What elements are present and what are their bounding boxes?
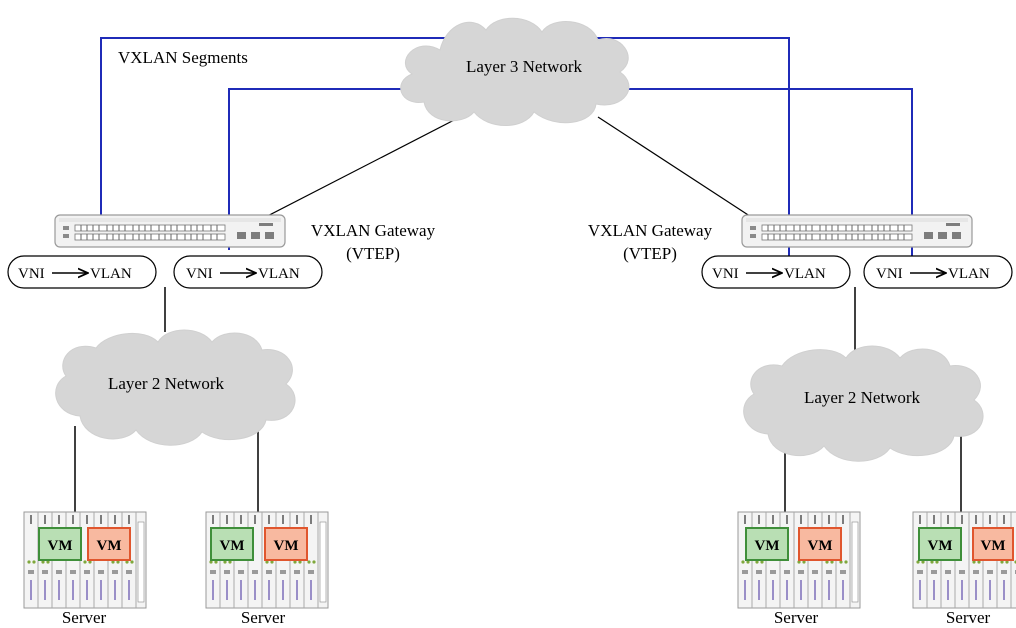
link-l3-right: [597, 116, 763, 225]
left-switch-icon: [54, 214, 286, 248]
server-label: Server: [62, 608, 107, 627]
layer2-cloud-right: Layer 2 Network: [743, 345, 984, 462]
vlan-label: VLAN: [258, 266, 300, 282]
vm-label: VM: [220, 538, 245, 554]
layer2-cloud-left: Layer 2 Network: [55, 329, 296, 446]
vni-box-1: VNI VLAN: [7, 255, 157, 289]
right-switch-icon: [741, 214, 973, 248]
vm-label: VM: [48, 538, 73, 554]
vlan-label: VLAN: [784, 266, 826, 282]
vni-label: VNI: [712, 266, 739, 282]
layer2-left-label: Layer 2 Network: [108, 374, 225, 393]
vm-green-box: [38, 527, 82, 561]
vlan-label: VLAN: [948, 266, 990, 282]
right-gateway-vtep: (VTEP): [623, 244, 677, 263]
vm-green-box: [745, 527, 789, 561]
vm-label: VM: [981, 538, 1006, 554]
vni-box-4: VNI VLAN: [863, 255, 1013, 289]
vm-orange-box: [972, 527, 1014, 561]
layer2-right-label: Layer 2 Network: [804, 388, 921, 407]
vm-green-box: [918, 527, 962, 561]
server-label: Server: [774, 608, 819, 627]
server-4: VM VM Server: [912, 511, 1016, 627]
server-label: Server: [241, 608, 286, 627]
link-l3-left: [251, 116, 461, 225]
vxlan-segments-label: VXLAN Segments: [118, 48, 248, 67]
vm-label: VM: [808, 538, 833, 554]
vm-label: VM: [928, 538, 953, 554]
right-gateway-label: VXLAN Gateway: [588, 221, 713, 240]
vlan-label: VLAN: [90, 266, 132, 282]
server-3: VM VM Server: [737, 511, 861, 627]
server-label: Server: [946, 608, 991, 627]
layer3-label: Layer 3 Network: [466, 57, 583, 76]
vm-label: VM: [274, 538, 299, 554]
left-gateway-vtep: (VTEP): [346, 244, 400, 263]
server-2: VM VM Server: [205, 511, 329, 627]
vni-label: VNI: [186, 266, 213, 282]
vm-orange-box: [87, 527, 131, 561]
vni-label: VNI: [18, 266, 45, 282]
vni-box-3: VNI VLAN: [701, 255, 851, 289]
server-1: VM VM Server: [23, 511, 147, 627]
layer3-cloud: Layer 3 Network: [400, 17, 630, 126]
left-gateway-label: VXLAN Gateway: [311, 221, 436, 240]
vm-orange-box: [798, 527, 842, 561]
vm-green-box: [210, 527, 254, 561]
vni-box-2: VNI VLAN: [173, 255, 323, 289]
vm-label: VM: [755, 538, 780, 554]
vm-label: VM: [97, 538, 122, 554]
vm-orange-box: [264, 527, 308, 561]
vni-label: VNI: [876, 266, 903, 282]
